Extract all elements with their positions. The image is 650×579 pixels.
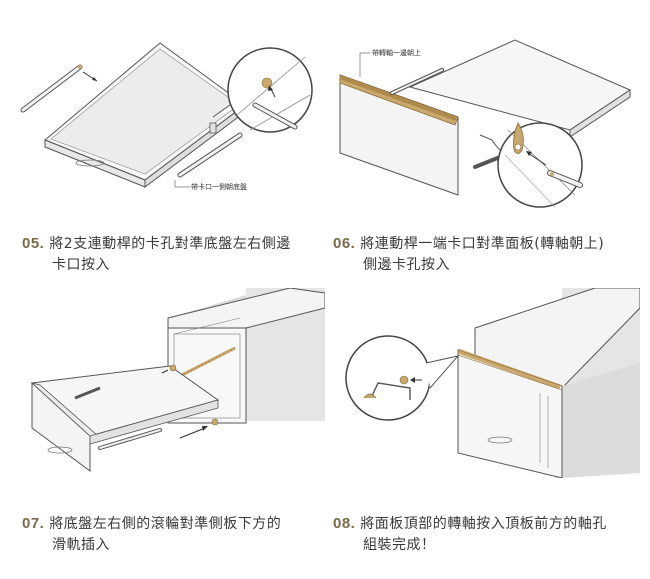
label-bottom-tray-clip: 帶卡口一側朝底盤	[191, 182, 247, 191]
step-06-line1: 將連動桿一端卡口對準面板(轉軸朝上)	[360, 236, 605, 252]
diagram-step-08	[340, 288, 640, 478]
step-08-line1: 將面板頂部的轉軸按入頂板前方的軸孔	[360, 516, 607, 532]
step-07-number: 07.	[22, 515, 45, 532]
step-06-line2: 側邊卡孔按入	[363, 257, 450, 273]
step-08-text: 08. 將面板頂部的轉軸按入頂板前方的軸孔 組裝完成！	[333, 513, 645, 556]
step-07-line1: 將底盤左右側的滾輪對準側板下方的	[49, 516, 282, 532]
step-08-number: 08.	[333, 515, 356, 532]
step-05-number: 05.	[22, 235, 45, 252]
step-05-line2: 卡口按入	[52, 257, 110, 273]
label-rotation-axis-up: 帶轉軸一邊朝上	[372, 48, 421, 57]
step-06-text: 06. 將連動桿一端卡口對準面板(轉軸朝上) 側邊卡孔按入	[333, 233, 643, 276]
step-05-line1: 將2支連動桿的卡孔對準底盤左右側邊	[49, 236, 291, 252]
diagram-step-05: 帶卡口一側朝底盤	[15, 35, 320, 205]
diagram-step-06: 帶轉軸一邊朝上	[330, 35, 635, 210]
step-07-text: 07. 將底盤左右側的滾輪對準側板下方的 滑軌插入	[22, 513, 322, 556]
diagram-step-07	[20, 288, 325, 473]
step-07-line2: 滑軌插入	[52, 537, 110, 553]
step-08-line2: 組裝完成！	[363, 537, 436, 553]
step-06-number: 06.	[333, 235, 356, 252]
step-05-text: 05. 將2支連動桿的卡孔對準底盤左右側邊 卡口按入	[22, 233, 322, 276]
